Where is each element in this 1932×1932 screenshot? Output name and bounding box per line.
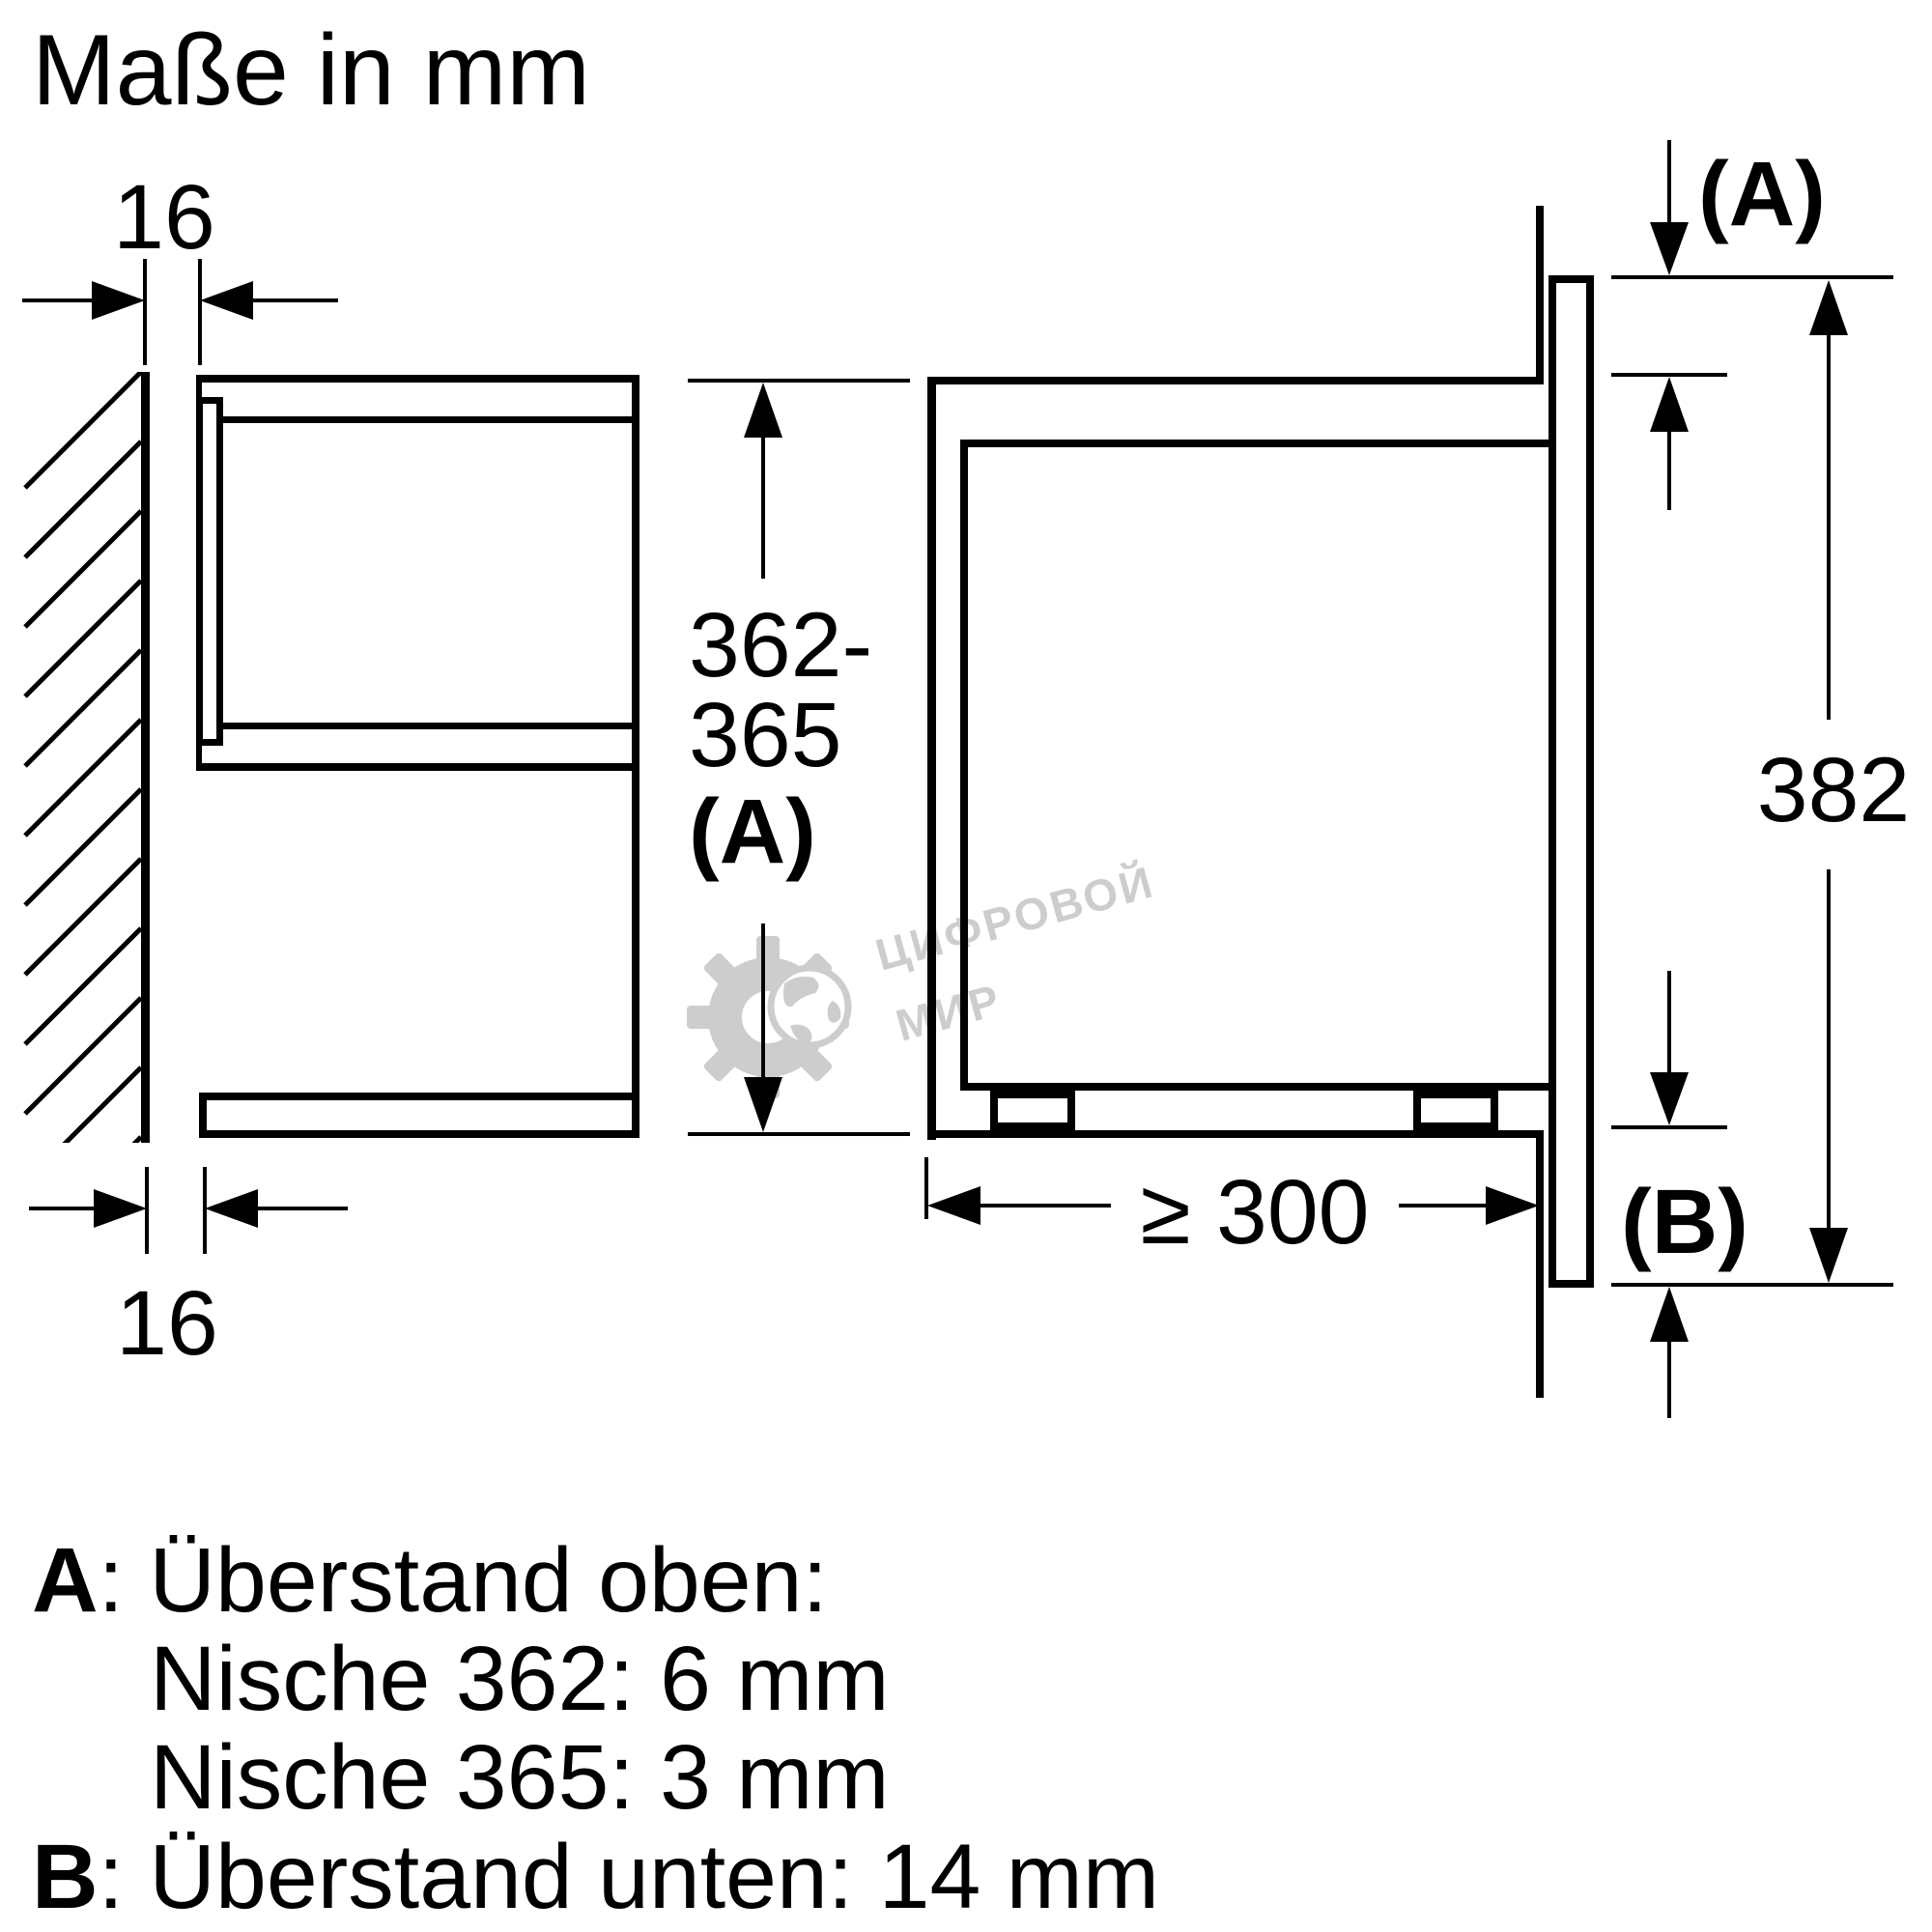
legend-line-a: A: Überstand oben:: [32, 1529, 828, 1632]
dimension-wall-clearance-bottom: [29, 1167, 348, 1254]
legend-item-niche-362: Nische 362: 6 mm: [150, 1628, 890, 1730]
legend-text-a: : Überstand oben:: [99, 1529, 828, 1632]
dimension-wall-clearance-top: [22, 259, 338, 365]
dim-label-overhang-top: (A): [1698, 143, 1826, 245]
appliance-foot-front: [1413, 1091, 1498, 1130]
legend-key-a: A: [32, 1529, 99, 1632]
dim-label-clearance-bottom: 16: [116, 1272, 218, 1375]
dim-label-niche-height-1: 362-: [689, 594, 872, 696]
dim-label-niche-depth: ≥ 300: [1140, 1161, 1369, 1264]
cabinet-bottom-shelf: [199, 1093, 639, 1138]
legend-key-b: B: [32, 1826, 99, 1928]
dim-label-clearance-top: 16: [113, 166, 215, 269]
legend: A: Überstand oben: Nische 362: 6 mm Nisc…: [32, 1529, 1159, 1928]
watermark-line2: МИР: [891, 974, 1008, 1050]
appliance-door-overhang: [196, 397, 223, 746]
dimension-overhang-top: (A): [1611, 140, 1893, 510]
dimension-overhang-bottom: (B): [1611, 971, 1893, 1418]
dim-label-front-height: 382: [1757, 739, 1911, 841]
legend-line-b: B: Überstand unten: 14 mm: [32, 1826, 1159, 1928]
legend-item-niche-365: Nische 365: 3 mm: [150, 1726, 890, 1829]
appliance-body: [960, 275, 1594, 1288]
watermark-line1: ЦИФРОВОЙ: [870, 856, 1160, 980]
dim-label-niche-height-3: (A): [689, 781, 816, 883]
appliance-foot-rear: [990, 1091, 1075, 1130]
appliance-front-frame: [1548, 275, 1594, 1288]
left-view: 16 16: [22, 166, 639, 1375]
dimension-front-height: 382: [1757, 280, 1911, 1283]
cabinet-side-section: [196, 375, 639, 1138]
legend-text-b: : Überstand unten: 14 mm: [99, 1826, 1159, 1928]
dimension-niche-depth: ≥ 300: [924, 1157, 1539, 1264]
gear-globe-icon: [687, 936, 852, 1098]
wall: [23, 372, 150, 1143]
dim-label-overhang-bottom: (B): [1621, 1171, 1748, 1273]
wall-hatching: [23, 372, 141, 1143]
dimension-niche-height: 362- 365 (A): [688, 379, 910, 1136]
niche-outline: [927, 206, 1544, 1398]
right-view: (A) (B) 382: [924, 140, 1911, 1418]
dim-label-niche-height-2: 365: [689, 684, 842, 786]
page-title: Maße in mm: [32, 14, 590, 127]
